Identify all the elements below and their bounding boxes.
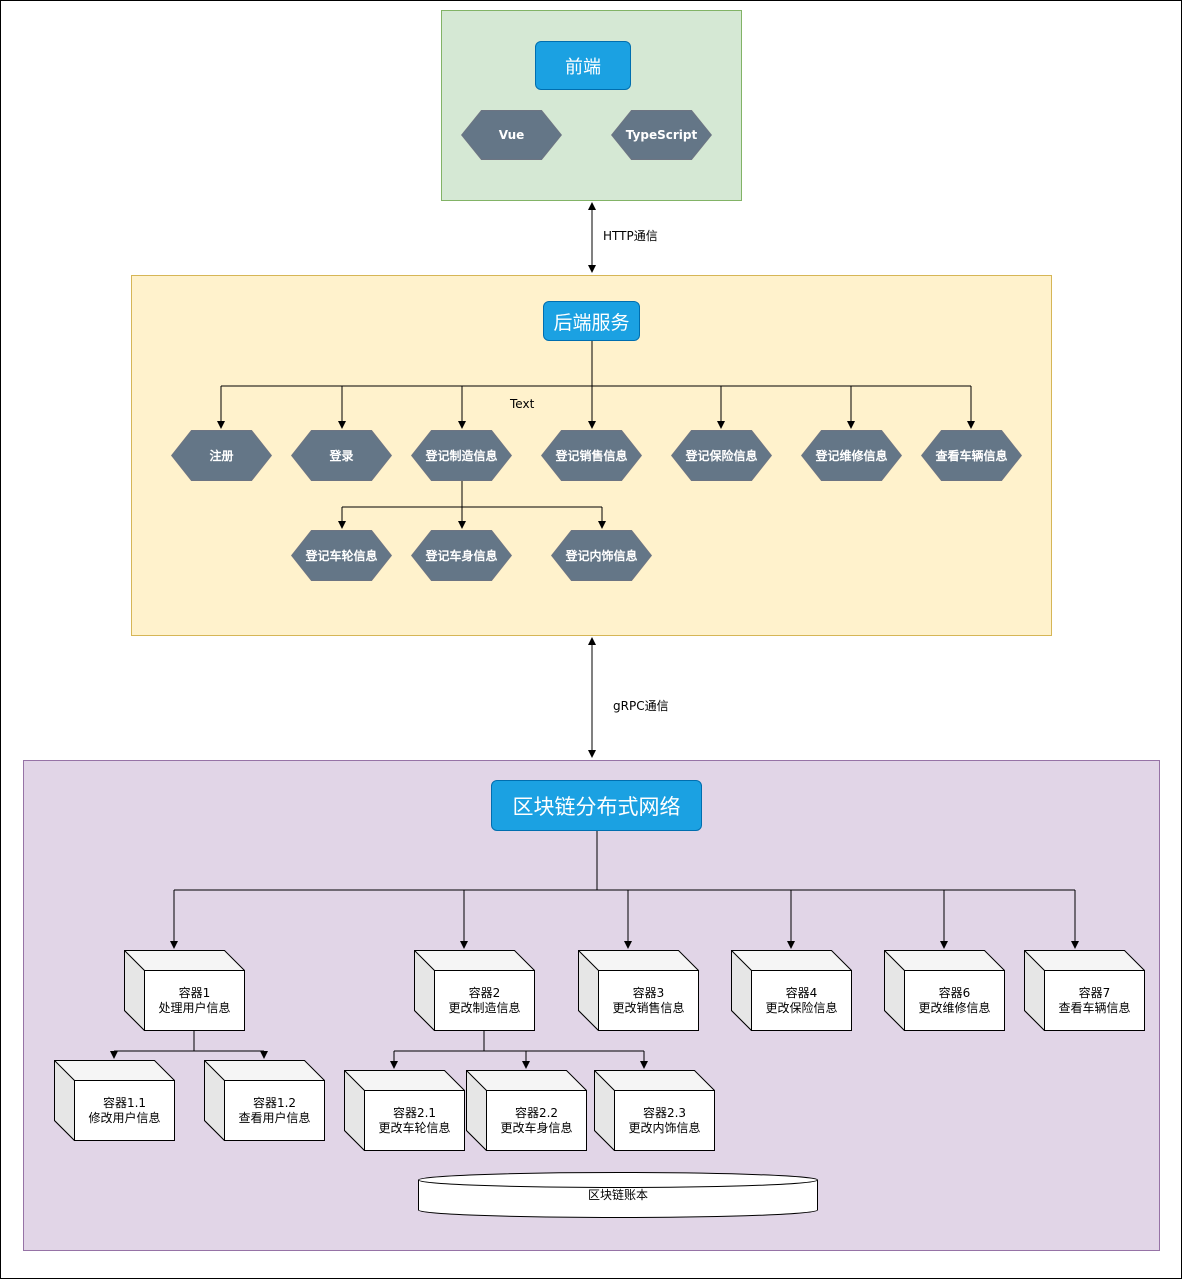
container-name: 容器2 bbox=[468, 985, 501, 1000]
container-desc: 更改销售信息 bbox=[612, 1000, 685, 1015]
service-insurance: 登记保险信息 bbox=[671, 430, 772, 481]
subservice-wheel: 登记车轮信息 bbox=[291, 530, 392, 581]
service-manufacture: 登记制造信息 bbox=[411, 430, 512, 481]
container-desc: 更改内饰信息 bbox=[628, 1120, 701, 1135]
ledger-label: 区块链账本 bbox=[587, 1188, 648, 1202]
container-desc: 处理用户信息 bbox=[158, 1000, 231, 1015]
tech-typescript-label: TypeScript bbox=[625, 128, 698, 142]
container-name: 容器2.3 bbox=[642, 1105, 687, 1120]
ledger-cylinder bbox=[418, 1172, 818, 1218]
subservice-label: 登记车身信息 bbox=[425, 549, 498, 563]
blockchain-title: 区块链分布式网络 bbox=[491, 780, 702, 831]
container-desc: 更改车身信息 bbox=[500, 1120, 573, 1135]
container-name: 容器1.2 bbox=[252, 1095, 297, 1110]
text-label: Text bbox=[510, 397, 535, 411]
subservice-interior: 登记内饰信息 bbox=[551, 530, 652, 581]
backend-title: 后端服务 bbox=[543, 301, 640, 341]
service-view-vehicle: 查看车辆信息 bbox=[921, 430, 1022, 481]
frontend-title: 前端 bbox=[535, 41, 631, 90]
container-desc: 查看用户信息 bbox=[238, 1110, 311, 1125]
service-register: 注册 bbox=[171, 430, 272, 481]
subservice-label: 登记车轮信息 bbox=[305, 549, 378, 563]
container-name: 容器2.2 bbox=[514, 1105, 559, 1120]
http-label: HTTP通信 bbox=[603, 229, 658, 243]
tech-vue: Vue bbox=[461, 110, 562, 160]
container-name: 容器7 bbox=[1078, 985, 1111, 1000]
container-desc: 查看车辆信息 bbox=[1058, 1000, 1131, 1015]
container-name: 容器3 bbox=[632, 985, 665, 1000]
service-label: 查看车辆信息 bbox=[935, 449, 1008, 463]
service-repair: 登记维修信息 bbox=[801, 430, 902, 481]
subservice-body: 登记车身信息 bbox=[411, 530, 512, 581]
container-desc: 修改用户信息 bbox=[88, 1110, 161, 1125]
container-name: 容器1 bbox=[178, 985, 211, 1000]
container-desc: 更改车轮信息 bbox=[378, 1120, 451, 1135]
service-label: 注册 bbox=[209, 449, 234, 463]
service-login: 登录 bbox=[291, 430, 392, 481]
container-name: 容器6 bbox=[938, 985, 971, 1000]
service-label: 登记销售信息 bbox=[555, 449, 628, 463]
service-label: 登记制造信息 bbox=[425, 449, 498, 463]
container-desc: 更改制造信息 bbox=[448, 1000, 521, 1015]
tech-typescript: TypeScript bbox=[611, 110, 712, 160]
container-name: 容器1.1 bbox=[102, 1095, 147, 1110]
tech-vue-label: Vue bbox=[498, 128, 525, 142]
service-label: 登记保险信息 bbox=[685, 449, 758, 463]
service-sales: 登记销售信息 bbox=[541, 430, 642, 481]
service-label: 登记维修信息 bbox=[815, 449, 888, 463]
container-desc: 更改维修信息 bbox=[918, 1000, 991, 1015]
grpc-label: gRPC通信 bbox=[613, 699, 669, 713]
container-name: 容器4 bbox=[785, 985, 818, 1000]
subservice-label: 登记内饰信息 bbox=[565, 549, 638, 563]
container-name: 容器2.1 bbox=[392, 1105, 437, 1120]
service-label: 登录 bbox=[329, 449, 354, 463]
container-desc: 更改保险信息 bbox=[765, 1000, 838, 1015]
